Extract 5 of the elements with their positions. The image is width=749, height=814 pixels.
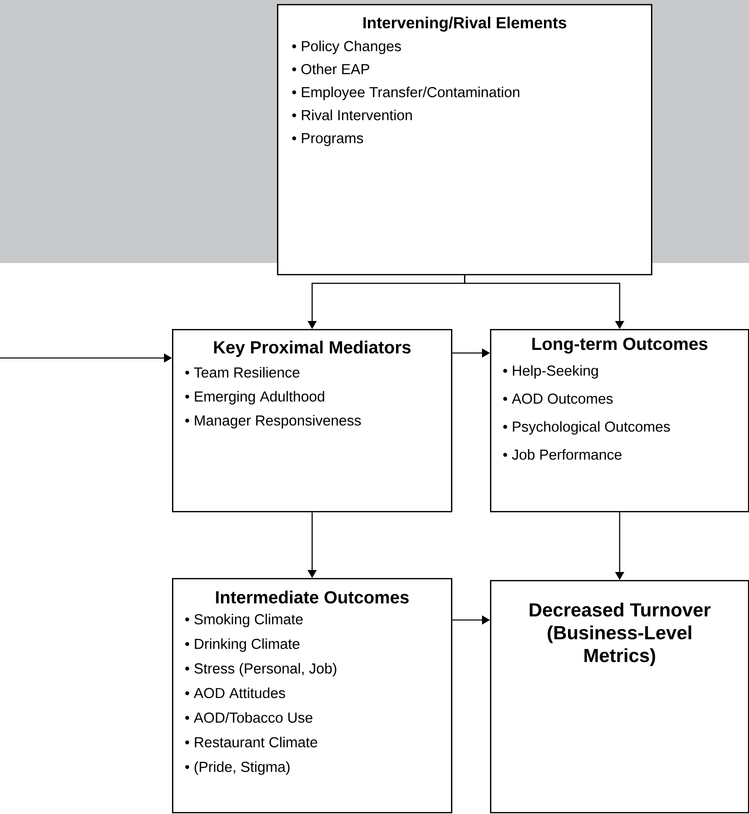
process-box: Intermediate Outcomes • Smoking Climate • Drinking Climate • Stress (Personal, Job) • AOD Attitudes • AOD/Tobacco Use • Restaurant Climate • (Pride, Stigma) — [172, 578, 452, 814]
process-box: Intervening/Rival Elements • Policy Changes • Other EAP • Employee Transfer/Contamination • Rival Intervention • Programs — [277, 4, 652, 276]
process-box: Decreased Turnover (Business-Level Metrics) — [490, 580, 749, 814]
process-box: Long-term Outcomes • Help-Seeking • AOD Outcomes • Psychological Outcomes • Job Performance — [490, 329, 749, 512]
process-box: Key Proximal Mediators • Team Resilience • Emerging Adulthood • Manager Responsiveness — [172, 329, 452, 512]
